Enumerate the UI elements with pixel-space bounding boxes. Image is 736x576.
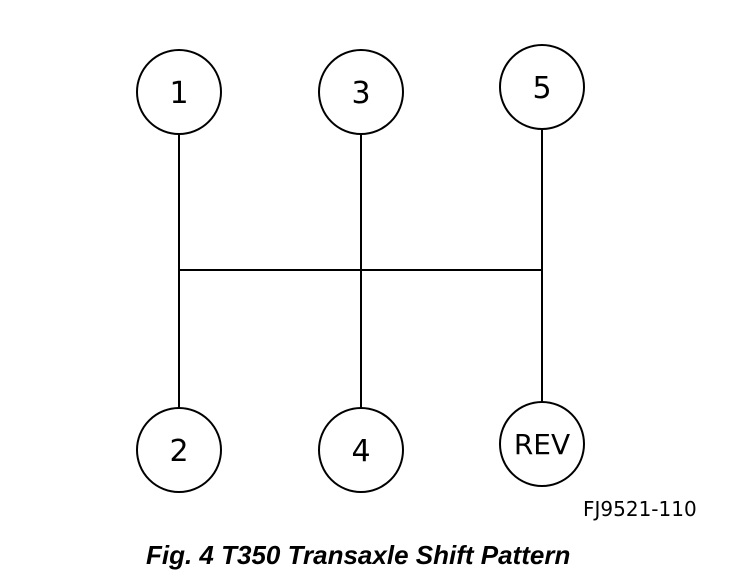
- gear-label-3: 3: [351, 76, 370, 111]
- gear-label-1: 1: [169, 76, 188, 111]
- gear-position-5: 5: [499, 44, 585, 130]
- gear-circle-3: [318, 49, 404, 135]
- figure-caption: Fig. 4 T350 Transaxle Shift Pattern: [146, 540, 571, 570]
- gear-position-4: 4: [318, 407, 404, 493]
- gear-circle-4: [318, 407, 404, 493]
- figure-code: FJ9521-110: [583, 497, 697, 521]
- gear-label-4: 4: [351, 434, 370, 469]
- gear-position-reverse: REV: [499, 401, 585, 487]
- gear-position-1: 1: [136, 49, 222, 135]
- gear-label-reverse: REV: [514, 428, 570, 461]
- gear-circle-5: [499, 44, 585, 130]
- gear-position-3: 3: [318, 49, 404, 135]
- gear-label-5: 5: [532, 71, 551, 106]
- gear-circle-reverse: [499, 401, 585, 487]
- gear-circle-2: [136, 407, 222, 493]
- gear-position-2: 2: [136, 407, 222, 493]
- gear-circle-1: [136, 49, 222, 135]
- gear-label-2: 2: [169, 434, 188, 469]
